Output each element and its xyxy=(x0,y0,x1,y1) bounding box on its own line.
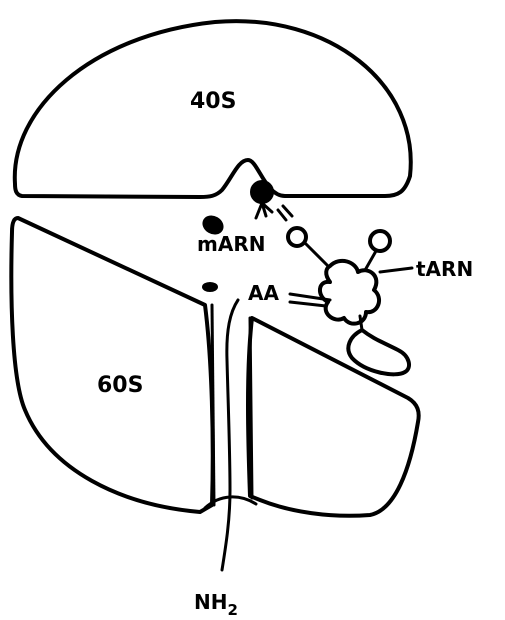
label-mrna: mARN xyxy=(197,232,265,256)
anticodon-connector xyxy=(278,206,292,220)
label-nh2: NH2 xyxy=(194,590,238,619)
label-nh2-main: NH xyxy=(194,590,227,614)
label-40s: 40S xyxy=(190,89,236,114)
ribosomal-site-strands xyxy=(256,203,272,218)
large-subunit-60s-left-lobe xyxy=(11,218,212,512)
ribosomal-site-dot xyxy=(251,181,273,203)
label-aa: AA xyxy=(248,281,279,305)
label-60s: 60S xyxy=(97,373,143,398)
label-nh2-subscript: 2 xyxy=(227,601,237,619)
nascent-polypeptide-chain xyxy=(222,300,238,570)
peptide-exit-tunnel-left-wall xyxy=(212,305,214,505)
label-trna: tARN xyxy=(416,257,473,281)
small-dark-spot xyxy=(203,283,217,291)
peptide-exit-tunnel-right-wall xyxy=(250,318,252,498)
